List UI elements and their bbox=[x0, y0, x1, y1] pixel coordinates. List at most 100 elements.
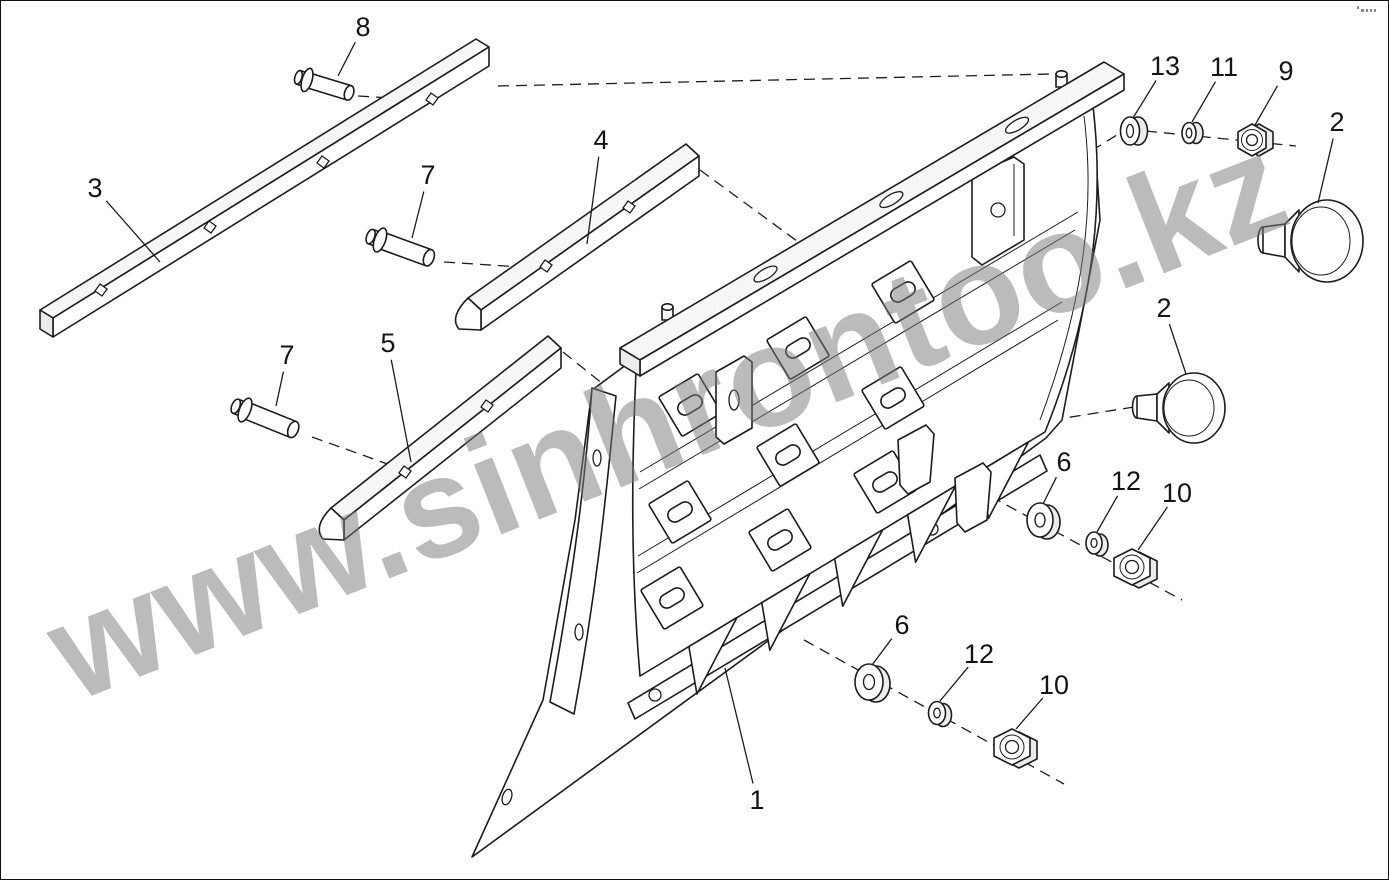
part-10-nut-lower bbox=[993, 728, 1038, 769]
clip-plate bbox=[861, 366, 925, 430]
clip-plate bbox=[871, 260, 935, 324]
axis-pin7-lower bbox=[311, 436, 397, 468]
axis-strip4 bbox=[699, 169, 813, 253]
callout-leader-line bbox=[871, 638, 893, 666]
callout-leader-line bbox=[337, 41, 356, 77]
face-slat-line bbox=[638, 229, 1076, 490]
part-6-washer-upper bbox=[1026, 502, 1061, 540]
stud-peg-top bbox=[1055, 70, 1068, 79]
edge-strip-body bbox=[549, 387, 617, 715]
strip5-end-cap bbox=[318, 507, 345, 541]
strip4-hole bbox=[622, 200, 636, 214]
callout-leader-line bbox=[586, 156, 600, 245]
callout-leader-line bbox=[1132, 80, 1157, 119]
bar-end-cap bbox=[619, 347, 641, 377]
part-number-10: 10 bbox=[1039, 670, 1069, 700]
bar-slot-hole bbox=[1004, 116, 1030, 134]
part-10-nut-upper bbox=[1113, 548, 1158, 589]
part-number-7: 7 bbox=[420, 160, 435, 190]
callout-leader-line bbox=[1168, 323, 1187, 375]
strip4-end-cap bbox=[454, 297, 482, 331]
callout-leader-line bbox=[1254, 85, 1279, 126]
axis-fasteners-top-b bbox=[1145, 130, 1297, 147]
strip5-hole bbox=[480, 399, 494, 413]
tooth bbox=[833, 528, 884, 608]
face-slat-line bbox=[636, 319, 1059, 574]
part-3-blade-strip bbox=[39, 38, 490, 338]
part-4-blade-strip bbox=[454, 143, 700, 331]
part-number-4: 4 bbox=[593, 125, 608, 155]
bar-slot-hole bbox=[879, 191, 904, 209]
left-edge-strip bbox=[549, 387, 617, 715]
strip3-hole bbox=[94, 283, 108, 297]
clip-plate bbox=[748, 508, 812, 572]
strip3-hole bbox=[316, 155, 330, 169]
part-number-12: 12 bbox=[964, 639, 994, 669]
clip-plate bbox=[756, 423, 820, 487]
strip5-hole bbox=[398, 465, 412, 479]
clip-plate bbox=[640, 566, 704, 630]
callout-leader-line bbox=[1191, 81, 1217, 123]
clip-plate bbox=[766, 316, 830, 380]
callout-leader-line bbox=[390, 359, 412, 463]
callout-leader-line bbox=[1015, 697, 1044, 730]
brackets bbox=[715, 156, 1025, 533]
part-7-pin-lower bbox=[230, 397, 300, 439]
left-bracket bbox=[715, 355, 753, 445]
face-slat-line bbox=[639, 211, 1079, 473]
part-number-13: 13 bbox=[1150, 51, 1180, 81]
callout-leader-line bbox=[724, 667, 754, 784]
stud-peg-top bbox=[661, 302, 674, 311]
part-number-8: 8 bbox=[355, 12, 370, 42]
callout-leader-line bbox=[1317, 138, 1334, 204]
part-6-washer-lower bbox=[854, 663, 891, 703]
clamp-hook bbox=[897, 424, 935, 495]
part-5-blade-strip bbox=[318, 335, 562, 541]
tooth bbox=[760, 572, 811, 652]
strip3-hole bbox=[203, 220, 217, 234]
mounting-bracket bbox=[971, 156, 1025, 266]
face-curve-line bbox=[1039, 115, 1089, 421]
part-number-10: 10 bbox=[1162, 478, 1192, 508]
tooth bbox=[688, 616, 738, 695]
part-12-washer-upper bbox=[1085, 531, 1109, 557]
top-mounting-bar bbox=[619, 61, 1125, 377]
part-number-12: 12 bbox=[1111, 466, 1141, 496]
part-number-6: 6 bbox=[1056, 447, 1071, 477]
sheet-hole bbox=[501, 788, 513, 806]
teeth-row bbox=[688, 441, 1030, 695]
part-number-7: 7 bbox=[279, 340, 294, 370]
clip-plate bbox=[648, 480, 712, 544]
part-11-lock-nut bbox=[1181, 121, 1204, 145]
callout-leader-line bbox=[105, 200, 161, 263]
strip4-hole bbox=[539, 259, 553, 273]
axis-top-strip bbox=[497, 73, 1053, 87]
callout-leader-line bbox=[275, 371, 285, 407]
part-9-nut bbox=[1237, 123, 1274, 157]
part-number-5: 5 bbox=[380, 328, 395, 358]
part-number-6: 6 bbox=[894, 610, 909, 640]
callout-leader-line bbox=[1096, 495, 1119, 533]
part-7-pin-upper bbox=[365, 227, 436, 267]
clip-plate bbox=[658, 373, 722, 437]
edge-strip-hole bbox=[592, 449, 602, 467]
tooth bbox=[906, 484, 957, 564]
part-12-washer-lower bbox=[927, 700, 953, 728]
strip3-hole bbox=[425, 92, 439, 106]
edge-strip-hole bbox=[574, 623, 584, 641]
callout-leader-line bbox=[939, 666, 969, 702]
axis-fasteners-mid bbox=[974, 487, 1183, 601]
rail-hole bbox=[648, 688, 662, 702]
callout-leader-line bbox=[1042, 476, 1057, 505]
strip3-end-cap bbox=[39, 309, 54, 338]
part-8-rivet bbox=[293, 67, 355, 101]
part-number-11: 11 bbox=[1210, 52, 1238, 82]
bar-slot-hole bbox=[753, 265, 778, 283]
part-number-3: 3 bbox=[87, 173, 102, 203]
corner-mark bbox=[1357, 6, 1376, 12]
part-number-2: 2 bbox=[1329, 107, 1344, 137]
part-13-washer bbox=[1119, 116, 1149, 146]
